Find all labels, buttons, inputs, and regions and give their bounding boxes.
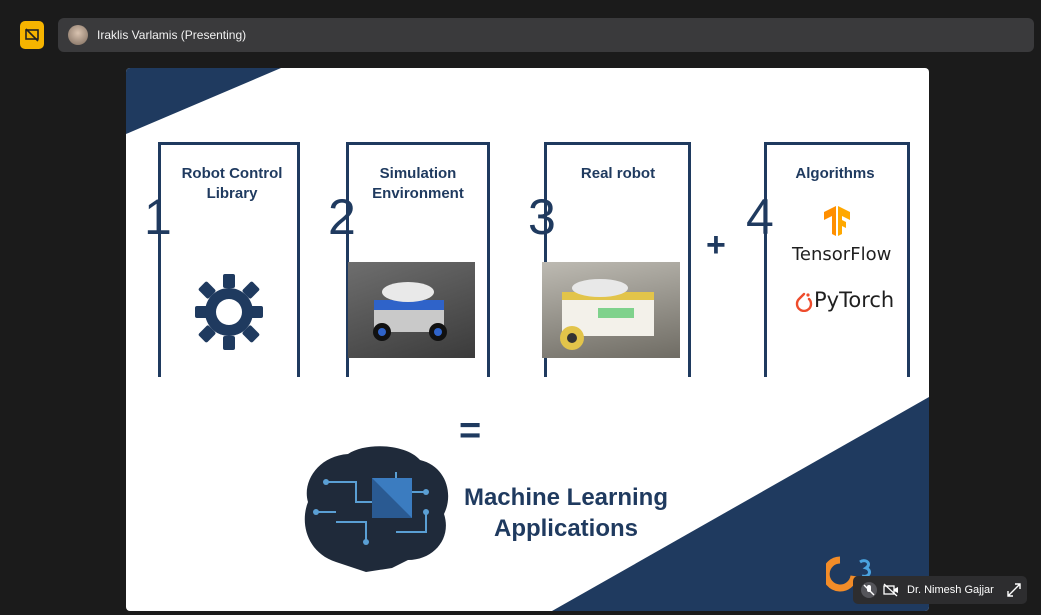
simulation-robot-image	[348, 262, 475, 358]
real-robot-photo	[542, 262, 680, 358]
equals-sign: =	[459, 410, 482, 452]
presenter-name: Iraklis Varlamis (Presenting)	[97, 28, 247, 42]
mic-muted-icon	[861, 582, 877, 598]
step-title-4: Algorithms	[795, 165, 875, 182]
step-box-3	[544, 142, 691, 377]
pytorch-label: PyTorch	[814, 288, 895, 312]
stop-presenting-button[interactable]	[20, 21, 44, 49]
step-title-2: Simulation Environment	[372, 165, 464, 203]
screen-share-icon	[25, 28, 39, 42]
step-box-4	[764, 142, 910, 377]
step-box-2	[346, 142, 490, 377]
step-box-1	[158, 142, 300, 377]
tensorflow-label: TensorFlow	[792, 244, 892, 265]
camera-off-icon	[883, 583, 898, 597]
result-title: Machine Learning Applications	[463, 484, 669, 543]
presenter-avatar	[68, 25, 88, 45]
step-number-1: 1	[144, 189, 172, 245]
step-number-3: 3	[528, 189, 556, 245]
step-title-1: Robot Control Library	[181, 165, 283, 203]
participant-tile[interactable]: Dr. Nimesh Gajjar	[853, 576, 1027, 604]
tensorflow-logo	[824, 206, 850, 236]
slide-corner-decoration	[126, 68, 281, 134]
simulated-robot-illustration	[373, 282, 447, 341]
plus-sign: +	[706, 226, 726, 264]
circuit-brain-icon	[304, 446, 449, 572]
participant-name: Dr. Nimesh Gajjar	[907, 584, 994, 596]
real-robot-illustration	[560, 279, 654, 350]
institution-logo	[826, 556, 871, 592]
presenter-bar	[58, 18, 1034, 52]
presentation-slide: 1 Robot Control Library 2 Simulation Env…	[126, 68, 929, 611]
gear-icon	[195, 274, 263, 350]
step-number-4: 4	[746, 189, 774, 245]
expand-icon[interactable]	[1007, 583, 1021, 597]
pytorch-logo	[795, 292, 813, 312]
step-title-3: Real robot	[580, 165, 656, 182]
step-number-2: 2	[328, 189, 356, 245]
